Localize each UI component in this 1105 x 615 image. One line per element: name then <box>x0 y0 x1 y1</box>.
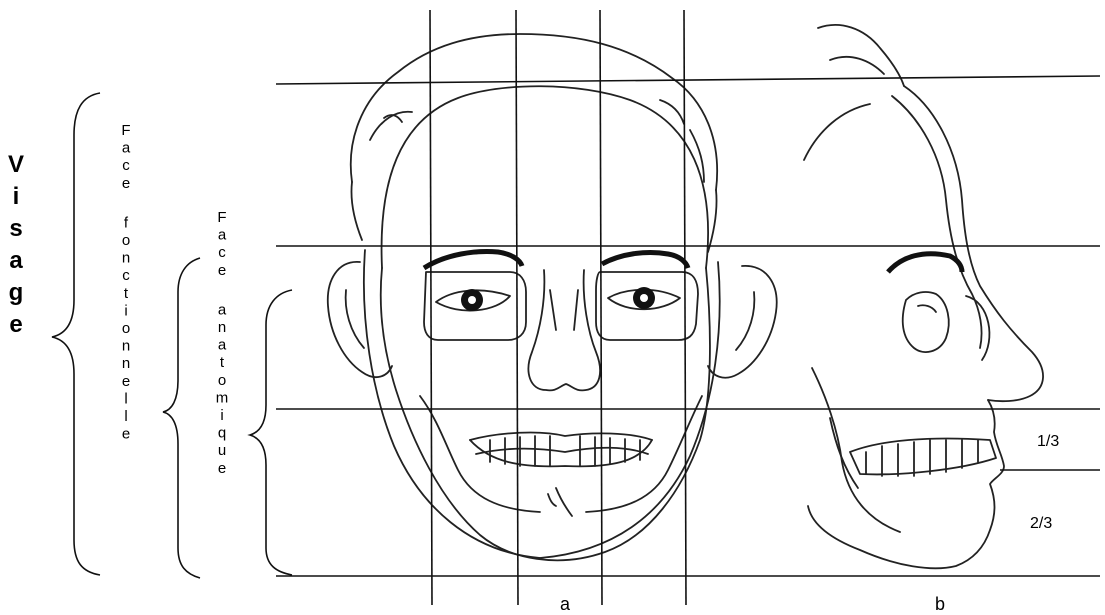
vertical-letter: a <box>122 140 131 157</box>
vertical-letter: e <box>122 426 130 443</box>
vertical-letter: f <box>124 214 129 231</box>
frontal-face-drawing <box>328 34 777 560</box>
vertical-letter: n <box>218 319 226 336</box>
vertical-letter: c <box>122 267 130 284</box>
vertical-letter: i <box>220 407 223 424</box>
profile-face-drawing <box>804 25 1043 568</box>
vertical-letter: n <box>122 250 130 267</box>
brace-face-fonctionnelle <box>163 258 200 578</box>
brace-face-anatomique <box>250 290 292 575</box>
caption-a: a <box>560 594 571 614</box>
vertical-letter: o <box>218 372 226 389</box>
vertical-letter: o <box>122 232 130 249</box>
vertical-letter: s <box>9 215 22 242</box>
vertical-letter: e <box>9 311 22 338</box>
vertical-letter: c <box>122 157 130 174</box>
vertical-letter: t <box>124 285 129 302</box>
vertical-letter: u <box>218 442 226 459</box>
ratio-upper-label: 1/3 <box>1037 433 1059 450</box>
vertical-letter: e <box>218 460 226 477</box>
grid-line-v3 <box>600 10 602 605</box>
vertical-letter: a <box>218 337 227 354</box>
grid-line-v1 <box>430 10 432 605</box>
vertical-letter: V <box>8 151 24 178</box>
brace-visage <box>52 93 100 575</box>
caption-b: b <box>935 594 945 614</box>
vertical-letter: i <box>124 302 127 319</box>
vertical-letter: i <box>13 183 20 210</box>
vertical-letter: a <box>218 227 227 244</box>
vertical-letter: a <box>218 301 227 318</box>
vertical-letter: F <box>217 209 226 226</box>
vertical-letter: e <box>218 262 226 279</box>
vertical-letter: o <box>122 320 130 337</box>
vertical-letter: e <box>122 373 130 390</box>
grid-line-v2 <box>516 10 518 605</box>
vertical-letter: a <box>9 247 23 274</box>
vertical-letter: n <box>122 355 130 372</box>
vertical-letter: e <box>122 175 130 192</box>
vertical-letter: q <box>218 425 226 442</box>
vertical-letter: t <box>220 354 225 371</box>
vertical-letter: n <box>122 338 130 355</box>
vertical-letter: c <box>218 244 226 261</box>
vertical-letter: m <box>216 389 229 406</box>
grid-line-h1 <box>276 76 1100 84</box>
vertical-letter: g <box>9 279 24 306</box>
vertical-letter: l <box>124 390 127 407</box>
grid-line-v4 <box>684 10 686 605</box>
ratio-lower-label: 2/3 <box>1030 515 1052 532</box>
vertical-letter: F <box>121 122 130 139</box>
vertical-letter: l <box>124 408 127 425</box>
